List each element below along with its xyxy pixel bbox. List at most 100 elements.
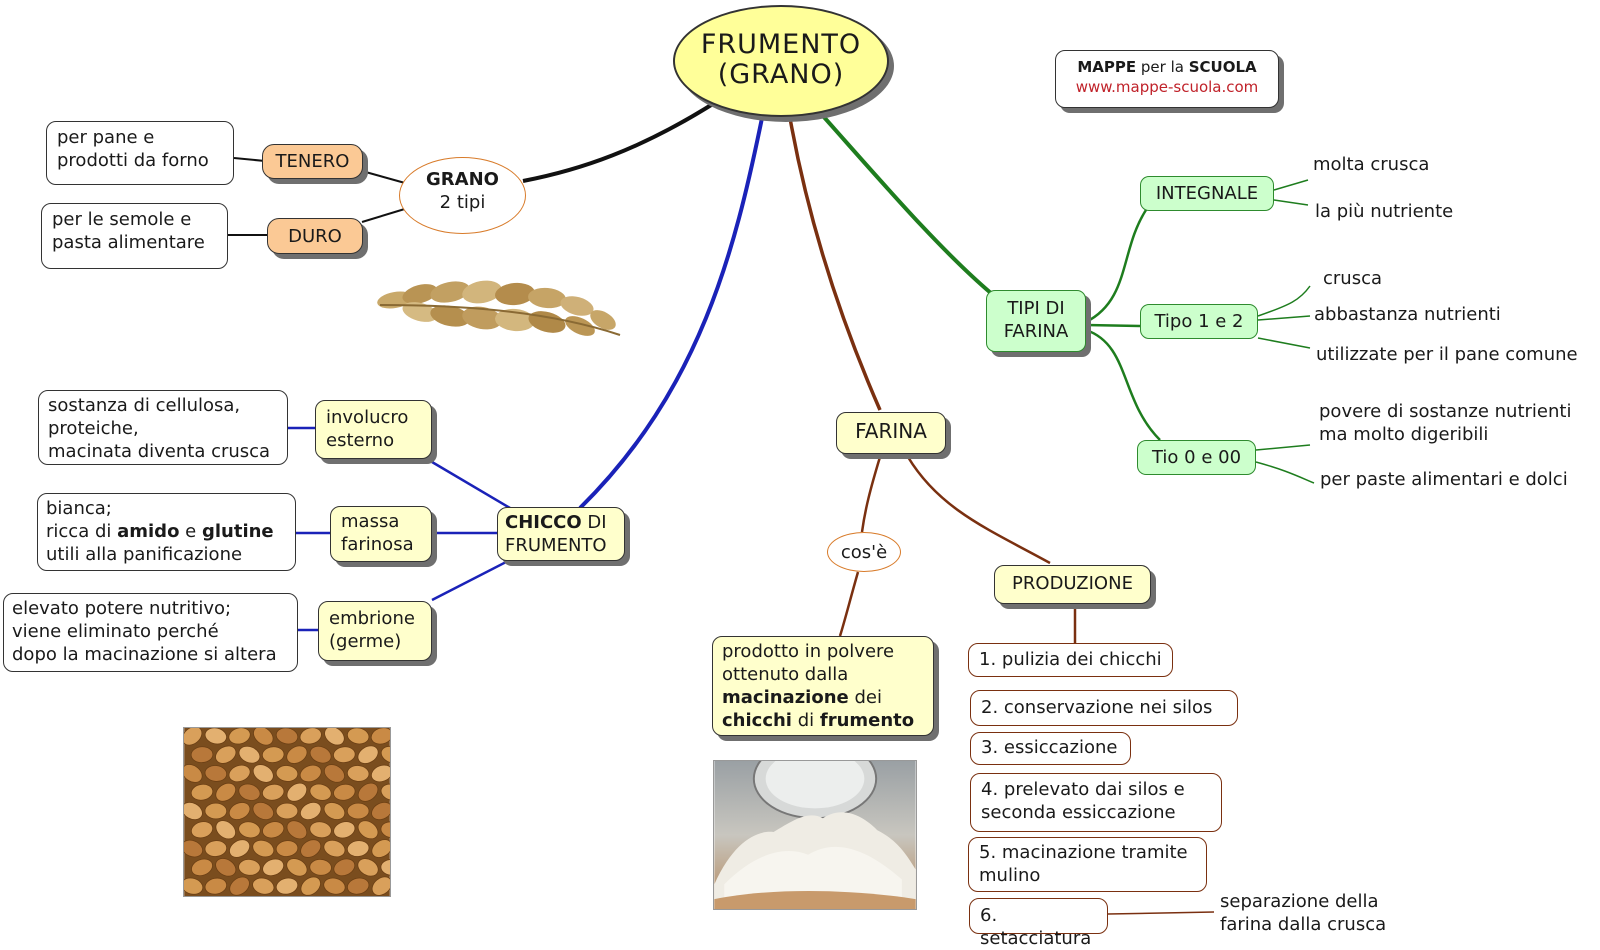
wheat-ear-image: [377, 280, 621, 336]
cose-node[interactable]: cos'è: [827, 532, 901, 572]
grain: [286, 820, 308, 840]
grain: [371, 839, 390, 858]
chicco-title-rest: DI FRUMENTO: [505, 512, 607, 556]
grain: [309, 821, 332, 839]
badge-url[interactable]: www.mappe-scuola.com: [1075, 78, 1259, 96]
grain: [238, 783, 261, 801]
grain: [323, 802, 346, 820]
tipo12-note-1: crusca: [1323, 268, 1383, 289]
tipo12-node[interactable]: Tipo 1 e 2: [1140, 304, 1258, 339]
grain: [204, 840, 228, 857]
grain: [324, 728, 345, 746]
grain: [346, 802, 370, 820]
grain: [380, 783, 390, 801]
grain: [252, 877, 275, 895]
tipo000-note-1: povere di sostanze nutrienti ma molto di…: [1319, 401, 1572, 445]
grain: [204, 728, 227, 745]
massa-desc-line2: ricca di amido e glutine: [46, 520, 287, 543]
grain: [253, 728, 274, 746]
grain: [333, 783, 356, 801]
site-badge[interactable]: MAPPE per la SCUOLA www.mappe-scuola.com: [1055, 50, 1279, 108]
grain: [357, 782, 379, 802]
farina-def-dei: dei: [848, 687, 882, 708]
badge-mappe: MAPPE: [1077, 58, 1137, 76]
tenero-desc: per pane e prodotti da forno: [46, 121, 234, 185]
grain: [190, 821, 214, 839]
grain: [299, 728, 322, 745]
grano-node[interactable]: GRANO 2 tipi: [399, 157, 526, 234]
grain: [191, 858, 213, 877]
massa-desc: bianca; ricca di amido e glutine utili a…: [37, 493, 296, 571]
grain: [190, 783, 214, 801]
badge-scuola: SCUOLA: [1188, 58, 1257, 76]
farina-node[interactable]: FARINA: [836, 412, 946, 454]
grano-title: GRANO: [426, 169, 499, 190]
grain: [299, 764, 322, 783]
grain: [252, 802, 275, 821]
step-6: 6. setacciatura: [969, 898, 1108, 949]
grain: [252, 764, 274, 783]
grain: [204, 802, 228, 820]
grano-subtitle: 2 tipi: [439, 192, 486, 213]
grain: [238, 859, 261, 876]
root-node[interactable]: FRUMENTO (GRANO): [673, 5, 889, 117]
massa-desc-line3: utili alla panificazione: [46, 544, 243, 565]
grain: [262, 858, 285, 877]
grain: [275, 840, 299, 857]
massa-desc-text: ricca di: [46, 521, 118, 542]
farina-def-frumento: frumento: [819, 710, 915, 731]
embrione-node[interactable]: embrione (germe): [318, 601, 432, 661]
grain: [286, 858, 308, 877]
grain: [286, 782, 308, 802]
farina-def-macinazione: macinazione: [722, 687, 849, 708]
farina-def-line2: ottenuto dalla: [722, 664, 849, 685]
badge-title: MAPPE per la SCUOLA: [1056, 57, 1278, 77]
grain: [299, 802, 322, 821]
flour-pile-image: [713, 760, 917, 910]
grain: [323, 764, 345, 783]
integrale-node[interactable]: INTEGNALE: [1140, 176, 1274, 211]
tipo000-node[interactable]: Tio 0 e 00: [1137, 440, 1256, 475]
massa-desc-glutine: glutine: [201, 521, 274, 542]
grain: [357, 745, 379, 764]
grain: [357, 820, 379, 840]
farina-title: FARINA: [855, 419, 927, 443]
grain: [275, 728, 299, 745]
grain: [215, 745, 237, 764]
grain: [371, 801, 390, 821]
integrale-note-1: molta crusca: [1313, 154, 1430, 175]
farina-definition: prodotto in polvere ottenuto dalla macin…: [712, 636, 934, 736]
integrale-note-2: la più nutriente: [1315, 201, 1454, 222]
grain: [333, 858, 356, 877]
produzione-node[interactable]: PRODUZIONE: [994, 565, 1151, 604]
grain: [346, 728, 370, 745]
grain: [323, 839, 346, 858]
grain: [229, 876, 250, 896]
grain: [333, 746, 356, 764]
grain: [215, 820, 236, 840]
tenero-label: TENERO: [275, 151, 350, 172]
grain: [252, 839, 275, 858]
grain: [286, 745, 308, 764]
grain: [228, 728, 251, 745]
grain: [323, 877, 346, 895]
involucro-node[interactable]: involucro esterno: [315, 400, 432, 459]
grain: [215, 782, 237, 802]
farina-def-chicchi: chicchi: [722, 710, 792, 731]
duro-label: DURO: [288, 226, 342, 247]
grain: [346, 840, 370, 857]
massa-node[interactable]: massa farinosa: [330, 506, 432, 562]
embrione-desc: elevato potere nutritivo; viene eliminat…: [3, 593, 298, 672]
grain: [380, 745, 390, 764]
tipi-node[interactable]: TIPI DI FARINA: [986, 290, 1086, 352]
tenero-node[interactable]: TENERO: [262, 144, 363, 179]
chicco-node[interactable]: CHICCO DI FRUMENTO: [497, 507, 625, 561]
grain: [275, 802, 299, 820]
tipo12-note-2: abbastanza nutrienti: [1314, 304, 1501, 325]
grain: [262, 821, 285, 839]
farina-def-di: di: [791, 710, 820, 731]
step-5: 5. macinazione tramite mulino: [968, 837, 1207, 892]
duro-node[interactable]: DURO: [267, 218, 363, 254]
tipo12-label: Tipo 1 e 2: [1154, 311, 1244, 332]
massa-desc-and: e: [179, 521, 202, 542]
